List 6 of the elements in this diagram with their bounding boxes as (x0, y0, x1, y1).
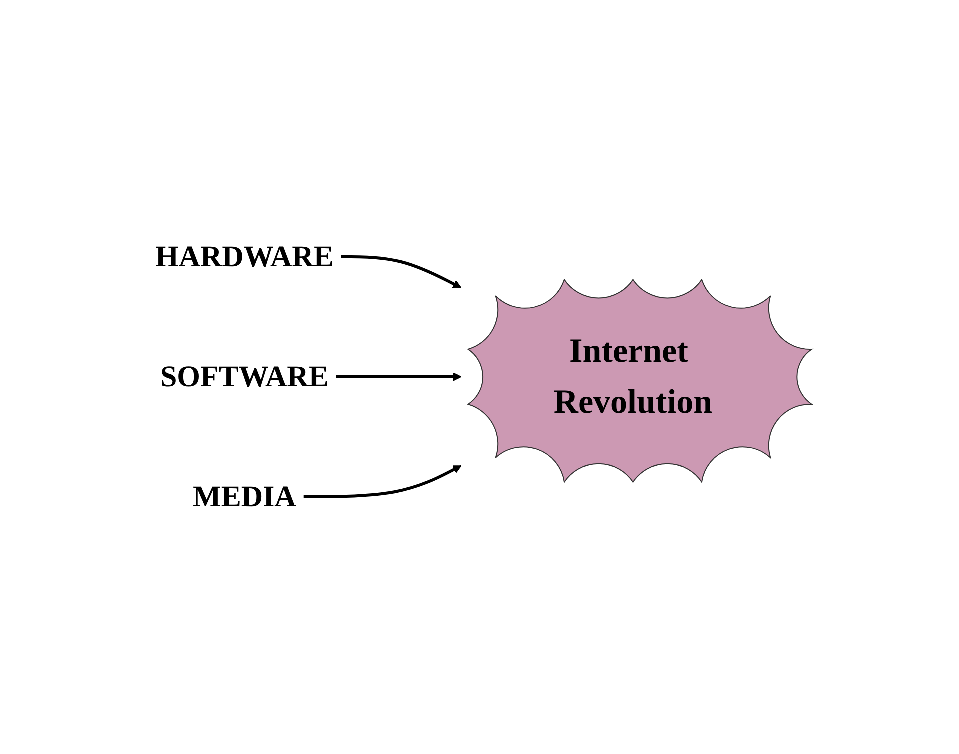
node-text: HARDWARE (155, 240, 334, 274)
node-text: SOFTWARE (160, 360, 328, 394)
arrow (336, 372, 462, 382)
node-text: MEDIA (192, 480, 296, 514)
arrow (340, 256, 462, 288)
arrow (303, 466, 462, 498)
